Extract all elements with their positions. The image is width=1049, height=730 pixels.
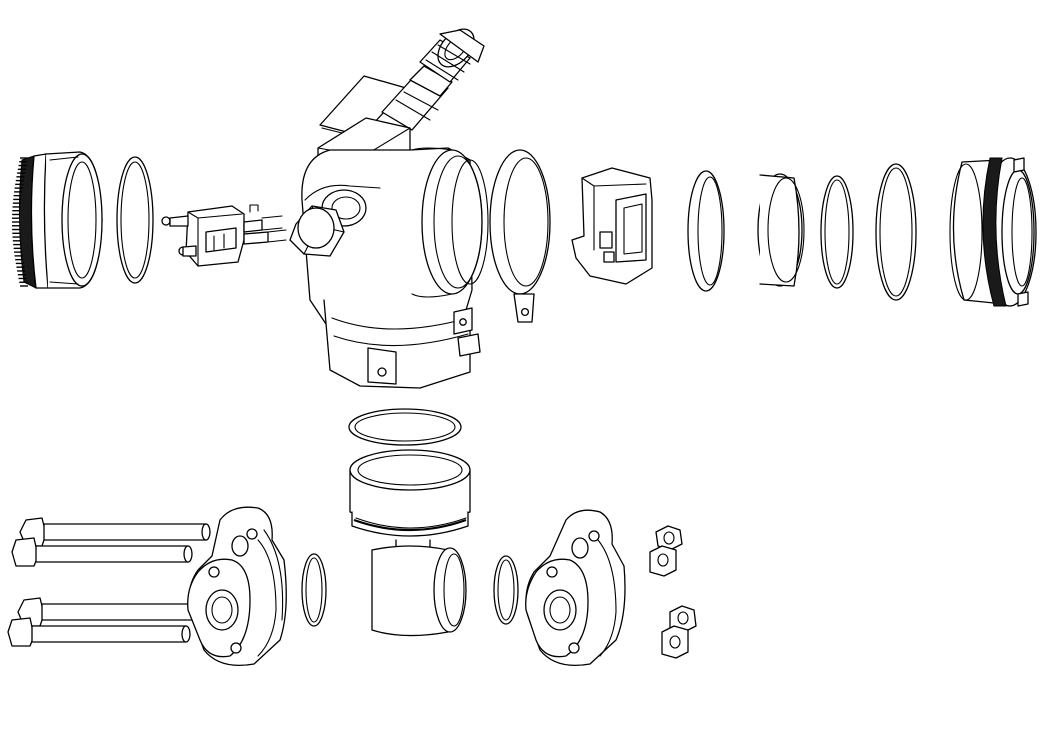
o-ring-flange-right — [493, 555, 519, 625]
o-ring-sensor — [348, 408, 462, 446]
o-ring-display-3 — [875, 163, 917, 301]
flange-bolt — [17, 597, 211, 627]
left-threaded-cover — [12, 151, 103, 289]
hex-nut — [649, 545, 677, 577]
flange-bolt — [19, 517, 211, 547]
sensor-module — [349, 449, 471, 637]
display-module — [571, 167, 653, 285]
flange-bolt — [7, 617, 191, 647]
hex-nut — [655, 525, 683, 551]
hex-plug — [289, 205, 345, 257]
hex-nuts — [649, 525, 697, 659]
process-flange-right — [525, 509, 626, 667]
o-ring-display-2 — [820, 175, 854, 289]
clamp-band — [489, 149, 551, 323]
o-ring-flange-left — [301, 553, 327, 627]
display-window — [757, 173, 805, 287]
o-ring-display-1 — [687, 170, 725, 292]
process-flange-left — [187, 506, 287, 667]
terminal-block — [161, 204, 287, 267]
hex-nut — [661, 625, 689, 659]
cable-gland — [381, 28, 485, 131]
flange-bolts — [7, 517, 211, 647]
o-ring-left — [116, 156, 154, 284]
transmitter-housing — [289, 28, 489, 389]
right-threaded-cover — [949, 157, 1037, 307]
flange-bolt — [11, 537, 193, 567]
